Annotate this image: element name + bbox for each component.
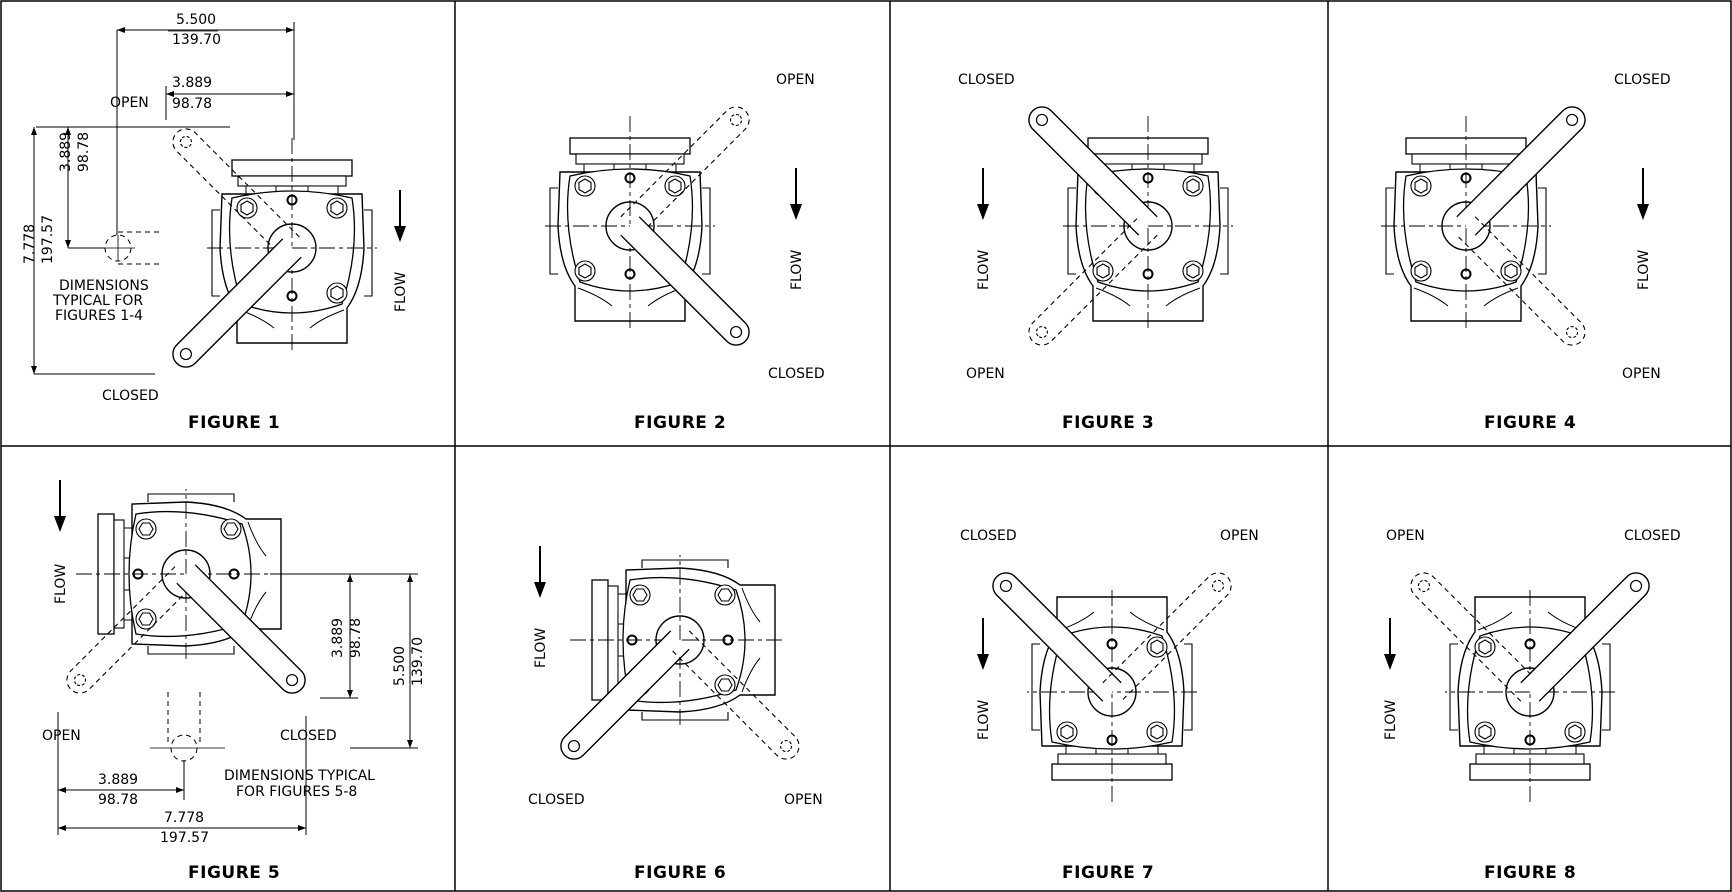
fig1-offset-in: 3.889 [172, 75, 212, 91]
closed-label-7: CLOSED [960, 528, 1017, 544]
open-label-3: OPEN [966, 366, 1005, 382]
figure-3-title: FIGURE 3 [1062, 413, 1154, 433]
closed-label-3: CLOSED [958, 72, 1015, 88]
figure-4-title: FIGURE 4 [1484, 413, 1576, 433]
fig5-dimensions [57, 573, 418, 835]
fig1-v-offset-in: 3.889 [58, 132, 74, 172]
figure-5: FLOW OPEN CLOSED 3.889 [42, 479, 426, 883]
flow-arrow-5 [53, 479, 67, 533]
open-label-1: OPEN [110, 95, 149, 111]
flow-label-3: FLOW [976, 250, 992, 290]
open-label-5: OPEN [42, 728, 81, 744]
figure-8: FLOW OPEN CLOSED FIGURE 8 [1383, 528, 1681, 883]
fig1-height-mm: 197.57 [40, 215, 56, 264]
flow-arrow-4 [1636, 167, 1650, 221]
flow-label-1: FLOW [393, 272, 409, 312]
flow-arrow-1 [393, 189, 407, 243]
flow-arrow-8 [1383, 617, 1397, 671]
fig5-v-offset-mm: 98.78 [348, 618, 364, 658]
open-label-4: OPEN [1622, 366, 1661, 382]
figure-7-title: FIGURE 7 [1062, 863, 1154, 883]
flow-arrow-6 [533, 545, 547, 599]
figure-1: FLOW OPEN CLOSED 5. [22, 12, 409, 433]
fig1-width-mm: 139.70 [172, 32, 221, 48]
fig1-note-3: FIGURES 1-4 [55, 308, 143, 324]
flow-arrow-3 [976, 167, 990, 221]
figure-4: FLOW CLOSED OPEN FIGURE 4 [1380, 72, 1671, 433]
figure-3: FLOW CLOSED OPEN FIGURE 3 [958, 72, 1234, 433]
fig5-v-offset-in: 3.889 [330, 618, 346, 658]
open-label-7: OPEN [1220, 528, 1259, 544]
flow-label-8: FLOW [1383, 700, 1399, 740]
fig5-height-mm: 139.70 [410, 637, 426, 686]
fig1-note-2: TYPICAL FOR [52, 293, 143, 309]
fig1-note-1: DIMENSIONS [59, 278, 149, 294]
fig1-offset-mm: 98.78 [172, 96, 212, 112]
open-label-8: OPEN [1386, 528, 1425, 544]
fig1-v-offset-mm: 98.78 [76, 132, 92, 172]
closed-label-4: CLOSED [1614, 72, 1671, 88]
figure-7: FLOW CLOSED OPEN FIGURE 7 [960, 528, 1259, 883]
flow-label-2: FLOW [789, 250, 805, 290]
figure-2-title: FIGURE 2 [634, 413, 726, 433]
fig5-h-offset-in: 3.889 [98, 772, 138, 788]
closed-label-1: CLOSED [102, 388, 159, 404]
open-label-6: OPEN [784, 792, 823, 808]
closed-label-5: CLOSED [280, 728, 337, 744]
fig5-h-offset-mm: 98.78 [98, 792, 138, 808]
fig1-width-in: 5.500 [176, 12, 216, 28]
figure-1-title: FIGURE 1 [188, 413, 280, 433]
flow-label-7: FLOW [976, 700, 992, 740]
closed-label-8: CLOSED [1624, 528, 1681, 544]
fig1-height-in: 7.778 [22, 224, 38, 264]
figure-5-title: FIGURE 5 [188, 863, 280, 883]
fig5-width-mm: 197.57 [160, 830, 209, 846]
flow-arrow-7 [976, 617, 990, 671]
flow-arrow-2 [789, 167, 803, 221]
flow-label-6: FLOW [533, 628, 549, 668]
fig5-height-in: 5.500 [392, 646, 408, 686]
figure-8-title: FIGURE 8 [1484, 863, 1576, 883]
fig1-dimensions [33, 22, 295, 375]
closed-label-2: CLOSED [768, 366, 825, 382]
closed-label-6: CLOSED [528, 792, 585, 808]
fig5-width-in: 7.778 [164, 810, 204, 826]
figure-6: FLOW CLOSED OPEN FIGURE 6 [528, 545, 823, 883]
fig5-note-2: FOR FIGURES 5-8 [236, 784, 357, 800]
flow-label-5: FLOW [53, 564, 69, 604]
fig5-note-1: DIMENSIONS TYPICAL [224, 768, 375, 784]
open-label-2: OPEN [776, 72, 815, 88]
figure-6-title: FIGURE 6 [634, 863, 726, 883]
figure-2: FLOW OPEN CLOSED FIGURE 2 [544, 72, 825, 433]
flow-label-4: FLOW [1636, 250, 1652, 290]
